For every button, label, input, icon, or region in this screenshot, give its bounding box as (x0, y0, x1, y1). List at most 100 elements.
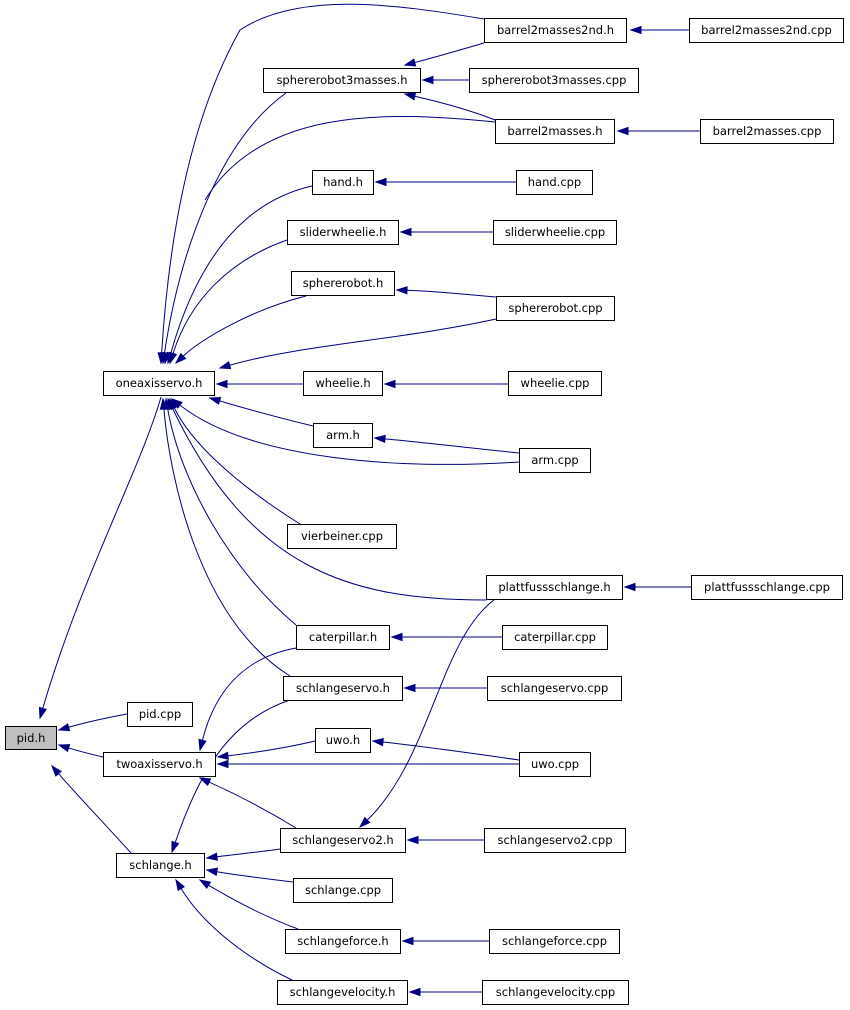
node-schlangevelocity-cpp[interactable]: schlangevelocity.cpp (482, 980, 629, 1005)
node-sphererobot3masses-h[interactable]: sphererobot3masses.h (263, 68, 421, 93)
edge-sphererobot-h-to-oneaxisservo-h (182, 295, 307, 357)
arrowhead-barrel2masses-cpp-to-barrel2masses-h (616, 126, 629, 136)
edge-uwo-cpp-to-uwo-h (382, 741, 520, 761)
node-schlangeservo2-cpp[interactable]: schlangeservo2.cpp (484, 828, 626, 853)
node-schlangeservo-cpp[interactable]: schlangeservo.cpp (487, 676, 622, 701)
edge-schlange-cpp-to-schlange-h (216, 871, 294, 883)
arrowhead-oneaxisservo-h-to-pid-h (38, 706, 47, 720)
arrowhead-twoaxisservo-h-to-pid-h (57, 744, 71, 753)
edge-plattfussschlange-h-to-oneaxisservo-h (171, 407, 487, 601)
node-schlange-cpp[interactable]: schlange.cpp (293, 878, 393, 903)
node-sliderwheelie-cpp[interactable]: sliderwheelie.cpp (493, 220, 617, 245)
arrowhead-arm-h-to-oneaxisservo-h (208, 396, 222, 406)
edge-schlangeservo-h-to-oneaxisservo-h (163, 408, 291, 677)
node-caterpillar-h[interactable]: caterpillar.h (296, 625, 390, 650)
arrowhead-sphererobot-h-to-oneaxisservo-h (174, 352, 187, 365)
arrowhead-schlangeservo2-h-to-twoaxisservo-h (198, 777, 212, 787)
arrowhead-sphererobot3masses-cpp-to-sphererobot3masses-h (421, 75, 434, 85)
edge-arm-cpp-to-arm-h (384, 438, 520, 454)
edge-schlangeservo2-h-to-schlange-h (216, 848, 281, 858)
edge-arm-h-to-oneaxisservo-h (219, 400, 314, 427)
node-pid-cpp[interactable]: pid.cpp (127, 702, 193, 727)
node-plattfussschlange-cpp[interactable]: plattfussschlange.cpp (691, 575, 843, 600)
edge-barrel2masses2nd-h-to-sphererobot3masses-h (414, 42, 485, 63)
edge-oneaxisservo-h-to-pid-h (42, 396, 162, 709)
arrowhead-barrel2masses-h-to-sphererobot3masses-h (403, 92, 417, 101)
edge-schlangevelocity-h-to-schlange-h (180, 888, 293, 981)
node-barrel2masses2nd-h[interactable]: barrel2masses2nd.h (484, 18, 627, 43)
edge-caterpillar-h-to-oneaxisservo-h (167, 408, 297, 626)
edge-uwo-h-to-twoaxisservo-h (227, 740, 316, 757)
arrowhead-schlangeforce-cpp-to-schlangeforce-h (401, 936, 414, 946)
node-schlangeforce-h[interactable]: schlangeforce.h (285, 929, 401, 954)
arrowhead-arm-cpp-to-arm-h (373, 434, 386, 444)
arrowhead-schlangeservo-cpp-to-schlangeservo-h (403, 683, 416, 693)
arrowhead-schlangevelocity-h-to-schlange-h (175, 878, 186, 892)
arrowhead-uwo-h-to-twoaxisservo-h (216, 751, 229, 760)
node-caterpillar-cpp[interactable]: caterpillar.cpp (502, 625, 608, 650)
arrowhead-schlangeservo2-h-to-schlange-h (205, 852, 218, 861)
node-twoaxisservo-h[interactable]: twoaxisservo.h (103, 752, 216, 777)
node-schlange-h[interactable]: schlange.h (116, 853, 205, 878)
node-pid-h: pid.h (5, 726, 57, 750)
edge-sphererobot-cpp-to-sphererobot-h (406, 289, 497, 298)
edge-barrel2masses-h-to-oneaxisservo-h (204, 115, 496, 201)
edge-plattfussschlange-h-to-schlangeservo2-h (366, 599, 495, 821)
arrowhead-schlangeservo-h-to-oneaxisservo-h (159, 397, 169, 410)
node-schlangevelocity-h[interactable]: schlangevelocity.h (277, 980, 408, 1005)
arrowhead-wheelie-h-to-oneaxisservo-h (215, 379, 228, 389)
edge-schlangeforce-h-to-schlange-h (208, 884, 299, 930)
node-schlangeservo-h[interactable]: schlangeservo.h (283, 676, 403, 701)
edge-twoaxisservo-h-to-pid-h (68, 747, 104, 758)
node-sphererobot-h[interactable]: sphererobot.h (291, 271, 395, 296)
arrowhead-schlangeservo2-cpp-to-schlangeservo2-h (406, 835, 419, 845)
node-hand-h[interactable]: hand.h (312, 170, 374, 195)
edge-vierbeiner-cpp-to-oneaxisservo-h (173, 407, 301, 525)
arrowhead-uwo-cpp-to-uwo-h (371, 737, 384, 747)
node-vierbeiner-cpp[interactable]: vierbeiner.cpp (287, 524, 397, 549)
node-schlangeforce-cpp[interactable]: schlangeforce.cpp (489, 929, 620, 954)
arrowhead-wheelie-cpp-to-wheelie-h (383, 379, 396, 389)
node-barrel2masses2nd-cpp[interactable]: barrel2masses2nd.cpp (689, 18, 844, 43)
node-sphererobot-cpp[interactable]: sphererobot.cpp (496, 296, 615, 321)
arrowhead-sphererobot-cpp-to-oneaxisservo-h (218, 361, 232, 370)
edge-hand-h-to-oneaxisservo-h (170, 185, 313, 354)
node-sliderwheelie-h[interactable]: sliderwheelie.h (287, 220, 399, 245)
arrowhead-sphererobot-cpp-to-sphererobot-h (395, 286, 408, 295)
node-arm-cpp[interactable]: arm.cpp (519, 448, 591, 473)
node-hand-cpp[interactable]: hand.cpp (516, 170, 593, 195)
node-sphererobot3masses-cpp[interactable]: sphererobot3masses.cpp (469, 68, 639, 93)
arrowhead-barrel2masses2nd-h-to-sphererobot3masses-h (403, 58, 417, 67)
arrowhead-sliderwheelie-cpp-to-sliderwheelie-h (399, 227, 412, 237)
node-oneaxisservo-h[interactable]: oneaxisservo.h (103, 371, 215, 396)
arrowhead-sliderwheelie-h-to-oneaxisservo-h (169, 351, 178, 365)
edge-sphererobot-cpp-to-oneaxisservo-h (229, 318, 497, 366)
node-wheelie-cpp[interactable]: wheelie.cpp (508, 371, 602, 396)
node-schlangeservo2-h[interactable]: schlangeservo2.h (280, 828, 406, 853)
arrowhead-plattfussschlange-h-to-schlangeservo2-h (358, 816, 371, 829)
node-wheelie-h[interactable]: wheelie.h (303, 371, 383, 396)
node-arm-h[interactable]: arm.h (313, 423, 373, 448)
edge-schlangeservo-h-to-schlange-h (174, 699, 291, 843)
node-plattfussschlange-h[interactable]: plattfussschlange.h (486, 575, 623, 600)
node-uwo-cpp[interactable]: uwo.cpp (519, 752, 591, 777)
edge-sphererobot3masses-h-to-oneaxisservo-h (163, 92, 287, 354)
edge-barrel2masses-h-to-sphererobot3masses-h (414, 95, 496, 121)
node-barrel2masses-cpp[interactable]: barrel2masses.cpp (700, 119, 834, 144)
arrowhead-schlange-h-to-pid-h (51, 764, 63, 777)
edge-sliderwheelie-h-to-oneaxisservo-h (172, 239, 288, 354)
arrowhead-uwo-cpp-to-twoaxisservo-h (216, 759, 229, 769)
arrowhead-plattfussschlange-cpp-to-plattfussschlange-h (623, 582, 636, 592)
arrowhead-caterpillar-h-to-twoaxisservo-h (198, 738, 207, 752)
arrowhead-schlangeservo-h-to-schlange-h (171, 840, 180, 854)
arrowhead-hand-cpp-to-hand-h (374, 177, 387, 187)
node-uwo-h[interactable]: uwo.h (315, 728, 371, 753)
arrowhead-caterpillar-cpp-to-caterpillar-h (390, 632, 403, 642)
edge-pid-cpp-to-pid-h (68, 713, 128, 728)
arrowhead-schlange-cpp-to-schlange-h (205, 867, 219, 876)
edge-schlange-h-to-pid-h (58, 773, 132, 854)
node-barrel2masses-h[interactable]: barrel2masses.h (495, 119, 615, 144)
arrowhead-barrel2masses2nd-cpp-to-barrel2masses2nd-h (629, 25, 642, 35)
edge-caterpillar-h-to-twoaxisservo-h (201, 647, 297, 741)
